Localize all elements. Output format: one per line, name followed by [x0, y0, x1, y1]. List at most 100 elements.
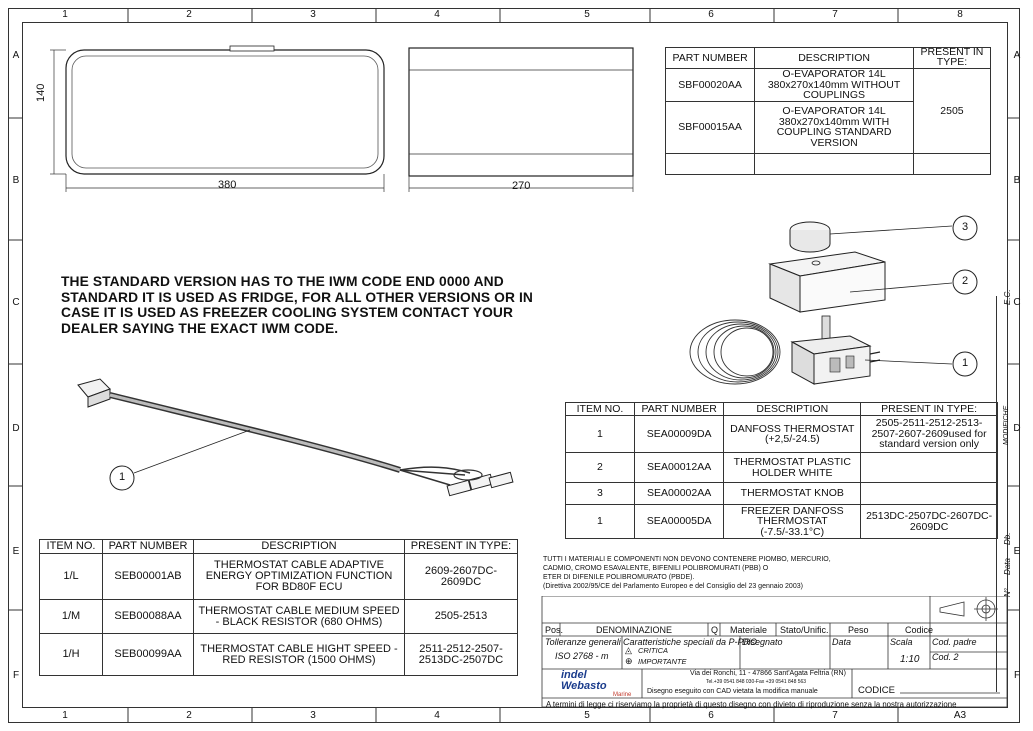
table-header: PART NUMBER: [102, 539, 194, 554]
callout-cable: 1: [118, 471, 126, 483]
company-phone: Tel.+39 0541 848 030-Fax +39 0541 848 56…: [706, 679, 807, 685]
capillary-coil-icon: [689, 319, 781, 385]
row-label: E: [1013, 546, 1021, 557]
cod-padre-label: Cod. padre: [932, 637, 977, 647]
drawing-frame: [8, 8, 1020, 723]
col-label: 2: [186, 710, 192, 721]
table-row: 1 SEA00009DA DANFOSS THERMOSTAT (+2,5/-2…: [565, 415, 998, 453]
part-number-cell: SBF00015AA: [664, 100, 756, 154]
version-notice: THE STANDARD VERSION HAS TO THE IWM CODE…: [61, 274, 533, 336]
table-header: PRESENT IN TYPE:: [860, 402, 998, 416]
disegnato-label: Disegnato: [742, 637, 783, 647]
description-cell: THERMOSTAT CABLE ADAPTIVE ENERGY OPTIMIZ…: [193, 553, 405, 600]
thermostat-parts-table: ITEM NO. PART NUMBER DESCRIPTION PRESENT…: [565, 402, 998, 539]
part-number-cell: SEB00099AA: [102, 633, 194, 676]
scale-value: 1:10: [900, 654, 920, 665]
row-label: D: [1013, 423, 1021, 434]
type-cell: [860, 482, 998, 505]
part-number-cell: SBF00020AA: [664, 67, 756, 102]
table-row: 1/L SEB00001AB THERMOSTAT CABLE ADAPTIVE…: [39, 553, 518, 600]
codice-header: Codice: [905, 625, 934, 635]
company-address: Via dei Ronchi, 11 - 47866 Sant'Agata Fe…: [690, 670, 846, 677]
part-number-cell: SEA00012AA: [633, 452, 725, 483]
type-cell: 2511-2512-2507-2513DC-2507DC: [404, 633, 518, 676]
table-header: DESCRIPTION: [754, 47, 914, 69]
cod-2-label: Cod. 2: [932, 652, 959, 662]
projection-symbol-icon: [939, 597, 998, 621]
item-cell: 1: [565, 504, 635, 539]
type-cell: 2609-2607DC-2609DC: [404, 553, 518, 600]
cad-notice: Disegno eseguito con CAD vietata la modi…: [647, 688, 818, 695]
part-number-cell: SEA00002AA: [633, 482, 725, 505]
part-number-cell: SEA00005DA: [633, 504, 725, 539]
item-cell: 1/L: [39, 553, 103, 600]
table-header: PRESENT IN TYPE:: [912, 47, 992, 69]
table-row: 1/M SEB00088AA THERMOSTAT CABLE MEDIUM S…: [39, 599, 518, 634]
row-label: D: [12, 423, 20, 434]
row-label: E: [12, 546, 20, 557]
iso-tolerance: ISO 2768 - m: [555, 651, 609, 661]
col-label: 7: [832, 710, 838, 721]
col-label: 8: [957, 9, 963, 20]
row-label: F: [1013, 670, 1021, 681]
rohs-notice: TUTTI I MATERIALI E COMPONENTI NON DEVON…: [543, 556, 831, 590]
row-label: A: [1013, 50, 1021, 61]
critica-label: CRITICA: [638, 646, 668, 655]
table-row: 1 SEA00005DA FREEZER DANFOSS THERMOSTAT …: [565, 504, 998, 539]
description-cell: O-EVAPORATOR 14L 380x270x140mm WITHOUT C…: [754, 67, 914, 102]
col-label: 6: [708, 710, 714, 721]
materiale-label: Materiale: [730, 625, 768, 635]
depth-dimension: 270: [512, 180, 531, 192]
table-header: PRESENT IN TYPE:: [404, 539, 518, 554]
title-block-lines: [541, 596, 1008, 708]
table-row: 2 SEA00012AA THERMOSTAT PLASTIC HOLDER W…: [565, 452, 998, 483]
type-cell: 2505-2513: [404, 599, 518, 634]
item-cell: 1/H: [39, 633, 103, 676]
table-header: ITEM NO.: [565, 402, 635, 416]
height-dimension: 140: [35, 83, 47, 102]
type-cell: [860, 452, 998, 483]
data-label: Data: [1003, 558, 1012, 575]
col-label: 3: [310, 710, 316, 721]
description-cell: THERMOSTAT CABLE HIGHT SPEED - RED RESIS…: [193, 633, 405, 676]
callout-1: 1: [961, 357, 969, 369]
row-label: B: [1013, 175, 1021, 186]
description-cell: THERMOSTAT CABLE MEDIUM SPEED - BLACK RE…: [193, 599, 405, 634]
row-label: B: [12, 175, 20, 186]
col-label: 7: [832, 9, 838, 20]
codice-label: CODICE: [858, 685, 895, 696]
part-number-cell: SEB00088AA: [102, 599, 194, 634]
col-label: 5: [584, 710, 590, 721]
col-label: 1: [62, 710, 68, 721]
length-dimension: 380: [218, 179, 237, 191]
col-label: 4: [434, 9, 440, 20]
q-label: Q: [711, 625, 719, 635]
importante-label: IMPORTANTE: [638, 657, 687, 666]
col-label: 3: [310, 9, 316, 20]
format-label: A3: [953, 710, 967, 721]
cable-connector-icon: [77, 378, 111, 408]
callout-2: 2: [961, 275, 969, 287]
part-number-cell: SEB00001AB: [102, 553, 194, 600]
table-header: ITEM NO.: [39, 539, 103, 554]
item-cell: 1: [565, 415, 635, 453]
row-label: F: [12, 670, 20, 681]
denominazione-label: DENOMINAZIONE: [596, 625, 673, 635]
table-row: 1/H SEB00099AA THERMOSTAT CABLE HIGHT SP…: [39, 633, 518, 676]
thermostat-knob-icon: [789, 221, 831, 253]
type-cell: 2505: [912, 67, 992, 154]
thermostat-holder-icon: [768, 251, 886, 313]
table-row: SBF00015AA O-EVAPORATOR 14L 380x270x140m…: [664, 100, 991, 154]
drawing-border: [22, 22, 1008, 708]
evaporator-parts-table: PART NUMBER DESCRIPTION PRESENT IN TYPE:…: [664, 47, 992, 175]
thermostat-illustration: [689, 215, 978, 385]
ec-label: E.C.: [1003, 289, 1012, 305]
col-label: 4: [434, 710, 440, 721]
col-label: 2: [186, 9, 192, 20]
thermostat-body-icon: [790, 315, 881, 385]
thermostat-cable-illustration: [77, 378, 514, 497]
part-number-cell: SEA00009DA: [633, 415, 725, 453]
db-label: Db.: [1003, 532, 1012, 545]
type-cell: 2513DC-2507DC-2607DC-2609DC: [860, 504, 998, 539]
